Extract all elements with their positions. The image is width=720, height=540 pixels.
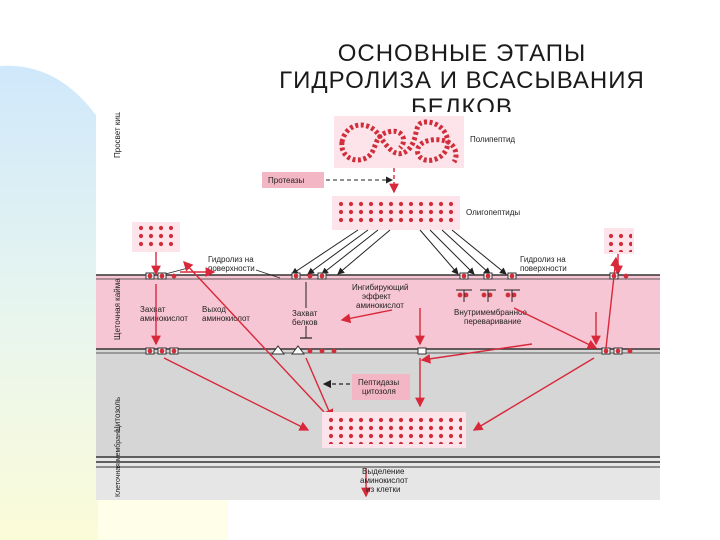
- side-label-brush: Щеточная кайма: [113, 278, 122, 340]
- label-oligopeptides: Олигопептиды: [466, 208, 520, 217]
- side-label-cytosol: Цитозоль: [113, 397, 122, 432]
- side-label-lumen: Просвет кишечника: [113, 112, 122, 158]
- label-polypeptide: Полипептид: [470, 135, 515, 144]
- label-proteases: Протеазы: [268, 176, 305, 185]
- protein-digestion-diagram: Просвет кишечника Щеточная кайма Цитозол…: [96, 112, 660, 500]
- side-label-membrane: Клеточная мембрана: [114, 428, 122, 497]
- slide-title: ОСНОВНЫЕ ЭТАПЫ ГИДРОЛИЗА И ВСАСЫВАНИЯ БЕ…: [228, 40, 696, 121]
